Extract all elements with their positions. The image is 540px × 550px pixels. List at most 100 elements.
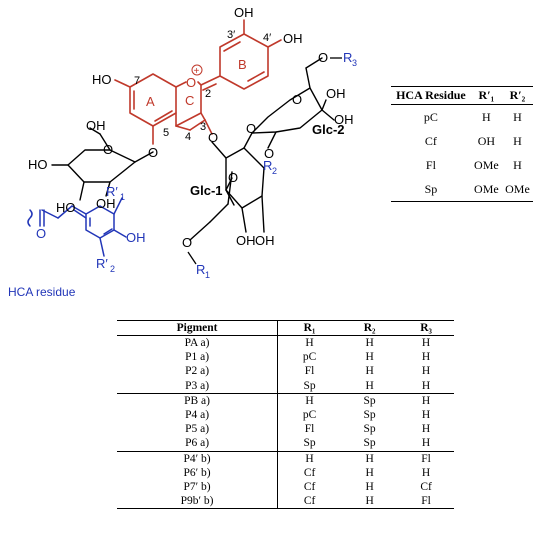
table-cell: H [482, 109, 491, 124]
table-cell: Sp [341, 392, 399, 408]
table-cell: H [277, 392, 342, 408]
table-cell: H [513, 157, 522, 172]
table-cell: H [365, 466, 374, 479]
table-cell: Fl [398, 450, 454, 466]
label-pos-4p: 4′ [263, 32, 271, 44]
label-glc1: Glc-1 [190, 183, 223, 198]
label-ho-glc0-3: HO [56, 200, 76, 215]
label-o-3: O [208, 130, 218, 145]
label-r3-sub: 3 [352, 58, 357, 68]
label-oh-glc2-3: OH [334, 112, 354, 127]
label-hca-r2-sub: 2 [110, 264, 115, 274]
label-o-r1: O [182, 235, 192, 250]
table-cell: H [421, 409, 431, 422]
label-ho-7: HO [92, 72, 112, 87]
table-cell: H [341, 450, 399, 466]
label-hca-r2: R′ [96, 256, 108, 271]
table-cell: Sp [363, 437, 376, 450]
label-hca-residue: HCA residue [8, 285, 76, 299]
table-cell: OMe [501, 177, 533, 203]
pigment-header-pigment: Pigment [117, 320, 279, 336]
label-o-glc0-ring: O [103, 142, 113, 157]
label-pos-7: 7 [134, 75, 140, 87]
table-cell: PA a) [117, 335, 279, 351]
label-plus: + [194, 66, 200, 77]
table-cell: P7′ b) [117, 479, 279, 495]
chromophore-bonds [114, 19, 282, 145]
pigment-header-r1: R₁ [277, 320, 342, 336]
table-cell: H [341, 494, 399, 510]
label-oh-glc2-4: OH [326, 86, 346, 101]
table-cell: Cf [277, 494, 342, 510]
table-cell: Cf [424, 133, 437, 148]
table-cell: H [277, 450, 342, 466]
pigment-header-r3: R₃ [398, 320, 454, 336]
label-r2-sub: 2 [272, 166, 277, 176]
table-cell: Sp [363, 423, 376, 436]
anthocyanin-structure: OH OH 3′ 4′ B 2 C A HO 7 5 4 3 O + O O O… [8, 5, 357, 299]
table-cell: P3 a) [117, 378, 279, 394]
table-cell: H [421, 423, 431, 436]
table-cell: P5 a) [117, 422, 279, 437]
table-cell: Fl [398, 494, 454, 510]
hca-header-r1: R′₁ [470, 86, 502, 106]
table-row: Cf OH H [391, 129, 533, 153]
label-r1: R [196, 262, 205, 277]
table-cell: Cf [303, 466, 316, 479]
label-ring-a: A [146, 94, 155, 109]
label-r2: R [263, 158, 272, 173]
label-oh-glc0-2: OH [96, 196, 116, 211]
table-cell: H [421, 437, 431, 450]
table-cell: Sp [363, 409, 376, 422]
table-cell: pC [302, 409, 317, 422]
hca-header-residue: HCA Residue [391, 86, 471, 106]
table-cell: Cf [303, 480, 316, 493]
hca-table-header-row: HCA Residue R′₁ R′₂ [391, 86, 533, 106]
label-o-r2: O [264, 146, 274, 161]
pigment-table-header-row: Pigment R₁ R₂ R₃ [117, 320, 454, 336]
label-r3: R [343, 50, 352, 65]
table-cell: H [513, 133, 522, 148]
label-hca-r1-sub: 1 [120, 192, 125, 202]
table-cell: OH [477, 133, 496, 148]
table-cell: Sp [303, 379, 316, 392]
table-cell: H [365, 379, 374, 392]
label-hca-r1: R′ [106, 184, 118, 199]
label-oh-glc1-3: OH [255, 233, 275, 248]
label-pos-3p: 3′ [227, 29, 235, 41]
label-oh-glc1-4: OH [236, 233, 256, 248]
table-row: pC H H [391, 105, 533, 130]
table-cell: H [421, 351, 431, 364]
table-cell: H [305, 337, 314, 350]
label-o-glc2-ring: O [292, 92, 302, 107]
table-cell: Sp [303, 437, 316, 450]
table-cell: H [421, 466, 431, 479]
table-cell: Fl [425, 157, 436, 172]
table-cell: Fl [304, 423, 315, 436]
hca-header-r2: R′₂ [501, 86, 533, 106]
atom-labels: OH OH 3′ 4′ B 2 C A HO 7 5 4 3 O + O O O… [8, 5, 357, 299]
table-cell: P6′ b) [117, 465, 279, 480]
table-row: PA a) H H H [117, 335, 454, 351]
label-pos-4: 4 [185, 131, 191, 143]
table-cell: pC [302, 351, 317, 364]
label-o-glc1-ring: O [228, 170, 238, 185]
sugar-bonds [51, 57, 335, 241]
label-pos-5: 5 [163, 127, 169, 139]
label-o-plus: O [186, 75, 196, 90]
pigment-header-r2: R₂ [341, 320, 399, 336]
table-cell: H [421, 337, 431, 350]
label-ring-c: C [185, 93, 194, 108]
table-cell: H [365, 351, 374, 364]
label-oh-glc0-6: OH [86, 118, 106, 133]
label-oh-4p: OH [283, 31, 303, 46]
table-cell: Cf [420, 480, 432, 493]
label-o-r3: O [318, 50, 328, 65]
table-cell: H [365, 337, 374, 350]
